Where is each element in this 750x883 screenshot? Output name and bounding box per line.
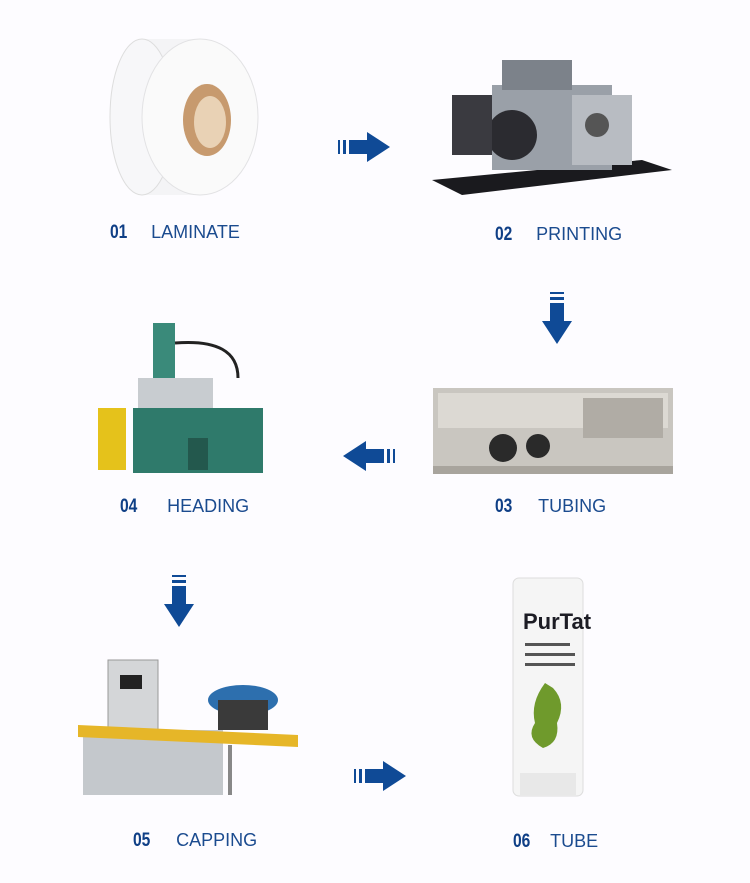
step-label-heading: 04 HEADING [120, 496, 249, 518]
arrow-down-icon [542, 292, 572, 344]
tube-logo: PurTat [523, 609, 592, 634]
step-label-printing: 02 PRINTING [495, 224, 622, 246]
step-name: TUBE [550, 831, 599, 851]
step-label-tubing: 03 TUBING [495, 496, 606, 518]
step-number: 04 [120, 496, 138, 517]
step-label-capping: 05 CAPPING [133, 830, 257, 852]
arrow-down-icon [164, 575, 194, 627]
arrow-right-icon [338, 132, 390, 162]
step-name: LAMINATE [151, 222, 240, 242]
step-name: CAPPING [176, 830, 258, 850]
step-label-laminate: 01 LAMINATE [110, 222, 240, 244]
printing-machine-image [432, 55, 672, 200]
step-name: HEADING [167, 496, 250, 516]
arrow-right-icon [354, 761, 406, 791]
step-number: 05 [133, 830, 151, 851]
step-number: 03 [495, 496, 513, 517]
heading-machine-image [98, 318, 268, 478]
step-name: TUBING [538, 496, 607, 516]
laminate-roll-image [100, 35, 265, 200]
step-number: 01 [110, 222, 128, 243]
step-number: 02 [495, 224, 513, 245]
step-number: 06 [513, 831, 531, 852]
arrow-left-icon [343, 441, 395, 471]
step-name: PRINTING [536, 224, 623, 244]
tubing-machine-image [433, 378, 673, 478]
tube-product-image: PurTat [505, 573, 592, 803]
capping-machine-image [78, 655, 303, 805]
step-label-tube: 06 TUBE [513, 831, 598, 853]
